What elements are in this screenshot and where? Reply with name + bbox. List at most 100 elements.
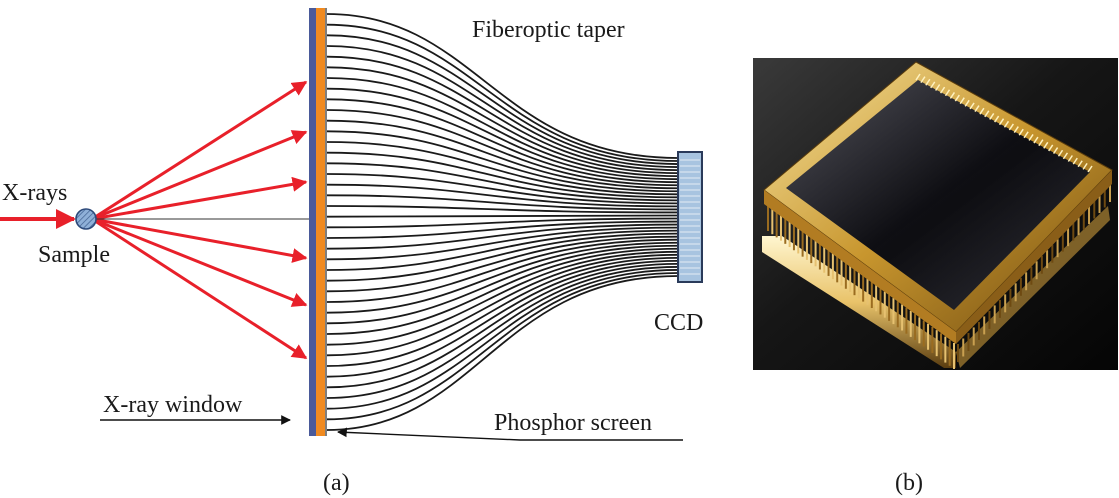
sample-label: Sample	[38, 242, 110, 268]
fiber-strand	[326, 244, 679, 325]
fiberoptic-taper-label: Fiberoptic taper	[472, 17, 625, 43]
fiber-strand	[326, 235, 679, 293]
fiber-strand	[326, 259, 679, 378]
fiber-strand	[326, 220, 679, 239]
bond-wire	[1057, 149, 1064, 157]
bond-wire	[935, 84, 941, 91]
bond-wire	[1028, 134, 1034, 141]
fiber-strand	[326, 23, 679, 162]
panel-a-label: (a)	[323, 470, 350, 496]
diffracted-ray-arrow	[91, 176, 308, 221]
fiber-strand	[326, 217, 679, 229]
bond-wire	[1048, 144, 1054, 152]
bond-wire	[959, 97, 965, 105]
fiber-strand	[326, 272, 679, 421]
fiberoptic-bundle	[326, 13, 679, 431]
xrays-label: X-rays	[2, 180, 67, 206]
fiber-strand	[326, 232, 679, 282]
chip-sheen	[786, 80, 1090, 310]
bond-wire	[979, 107, 985, 115]
fiber-strand	[326, 238, 679, 303]
pin-reflection-right	[956, 206, 1110, 368]
fiber-strand	[326, 13, 679, 159]
fiber-strand	[326, 275, 679, 431]
bond-wire	[1082, 162, 1088, 170]
bond-wire	[1038, 139, 1044, 147]
fiber-strand	[326, 241, 679, 314]
fiber-strand	[326, 55, 679, 172]
bond-wire	[994, 115, 1000, 123]
fiber-strand	[326, 214, 679, 218]
bond-wire	[1062, 152, 1069, 160]
fiber-strand	[326, 34, 679, 165]
bond-wire	[1033, 136, 1039, 144]
panel-b-label: (b)	[895, 470, 923, 496]
ccd-detector	[677, 151, 703, 283]
fiber-strand	[326, 98, 679, 184]
bond-wire	[949, 91, 956, 99]
bond-wire	[964, 99, 970, 107]
diffracted-rays	[91, 80, 308, 360]
fiber-strand	[326, 141, 679, 196]
diffracted-ray-arrow	[91, 217, 308, 360]
diffracted-ray-arrow	[91, 217, 308, 263]
fiber-strand	[326, 183, 679, 208]
fiber-strand	[326, 262, 679, 389]
bond-wire	[998, 118, 1005, 126]
fiber-strand	[326, 269, 679, 410]
fiber-strand	[326, 223, 679, 250]
bond-wire	[944, 89, 951, 97]
bond-wires	[915, 73, 1093, 173]
xray-window-label: X-ray window	[103, 392, 243, 418]
bond-wire	[915, 73, 921, 81]
bond-wire	[954, 94, 960, 102]
bond-wire	[1077, 160, 1083, 168]
fiber-strand	[326, 77, 679, 178]
fiber-strand	[326, 87, 679, 181]
fiber-strand	[326, 226, 679, 261]
bond-wire	[989, 113, 995, 120]
package-side-right	[956, 170, 1112, 344]
ccd-label: CCD	[654, 310, 703, 336]
fiber-strand	[326, 229, 679, 271]
ccd-pixel-rows	[680, 159, 700, 275]
fiber-strand	[326, 66, 679, 175]
fiber-strand	[326, 205, 679, 214]
diffracted-ray-arrow	[91, 217, 308, 307]
package-pins	[767, 184, 1111, 369]
sample-icon	[75, 208, 97, 230]
bond-wire	[930, 81, 936, 89]
fiber-strand	[326, 247, 679, 335]
bond-wire	[920, 76, 926, 84]
bond-wire	[1023, 131, 1029, 139]
fiber-strand	[326, 119, 679, 190]
fiber-strand	[326, 194, 679, 211]
package-side-left	[764, 190, 956, 344]
fiber-strand	[326, 109, 679, 187]
fiber-strand	[326, 256, 679, 367]
schematic-panel: X-rays Sample Fiberoptic taper CCD X-ray…	[0, 8, 703, 496]
fiber-strand	[326, 266, 679, 399]
bond-wire	[1008, 123, 1014, 131]
bond-wire	[1072, 157, 1078, 165]
bond-wire	[925, 78, 931, 86]
bond-wire	[969, 102, 975, 110]
bond-wire	[1043, 141, 1049, 149]
fiber-strand	[326, 173, 679, 205]
phosphor-screen-label: Phosphor screen	[494, 410, 652, 436]
bond-wire	[1003, 120, 1010, 128]
diffracted-ray-arrow	[91, 130, 308, 221]
fiber-strand	[326, 45, 679, 168]
bond-wire	[939, 86, 946, 94]
bond-wire	[1052, 147, 1059, 155]
fiber-strand	[326, 253, 679, 357]
diffracted-ray-arrow	[91, 80, 308, 221]
ccd-photo: (b)	[753, 58, 1118, 496]
phosphor-screen-pointer	[337, 427, 683, 441]
bond-wire	[974, 105, 980, 112]
bond-wire	[1067, 155, 1073, 162]
fiber-strand	[326, 130, 679, 193]
bond-wire	[1013, 126, 1019, 133]
bond-wire	[1087, 165, 1093, 173]
